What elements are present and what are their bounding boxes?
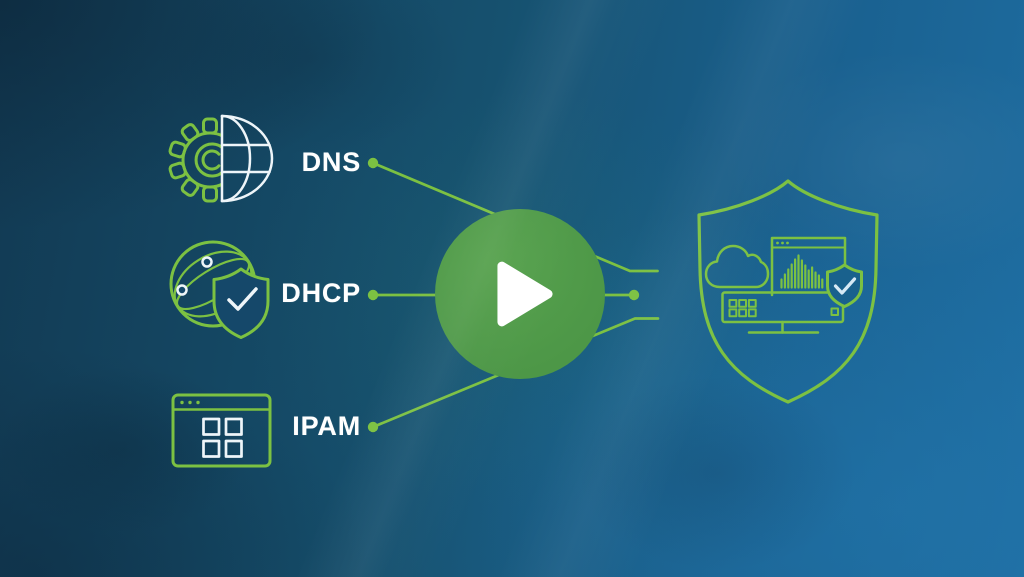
shield-check-icon xyxy=(826,263,863,308)
dhcp-label: DHCP xyxy=(281,278,361,308)
cloud-icon xyxy=(704,244,770,289)
checkmark-icon xyxy=(227,287,258,311)
connector-line-dns xyxy=(371,161,659,273)
analytics-bars xyxy=(780,254,824,289)
app-window-grid-icon xyxy=(171,393,272,468)
network-node-icon xyxy=(176,284,188,296)
ipam-label: IPAM xyxy=(292,411,361,441)
globe-half-icon xyxy=(220,114,274,203)
gear-globe-icon xyxy=(168,114,274,203)
network-node-icon xyxy=(201,256,213,268)
network-shield-icon xyxy=(169,240,270,339)
server-monitor-icon xyxy=(721,291,845,334)
security-shield-icon xyxy=(697,179,879,404)
grid-squares xyxy=(202,417,243,458)
connector-dot-dhcp-right xyxy=(628,289,640,301)
connector-dot-ipam xyxy=(367,421,379,433)
play-icon xyxy=(497,261,553,327)
connector-dot-dhcp-left xyxy=(367,289,379,301)
dns-label: DNS xyxy=(301,147,361,177)
analytics-window-icon xyxy=(770,236,847,297)
shield-outline xyxy=(697,179,879,404)
connector-dot-dns xyxy=(367,157,379,169)
play-button[interactable] xyxy=(435,209,605,379)
connector-line-ipam xyxy=(371,317,660,429)
checkmark-icon xyxy=(833,277,857,295)
